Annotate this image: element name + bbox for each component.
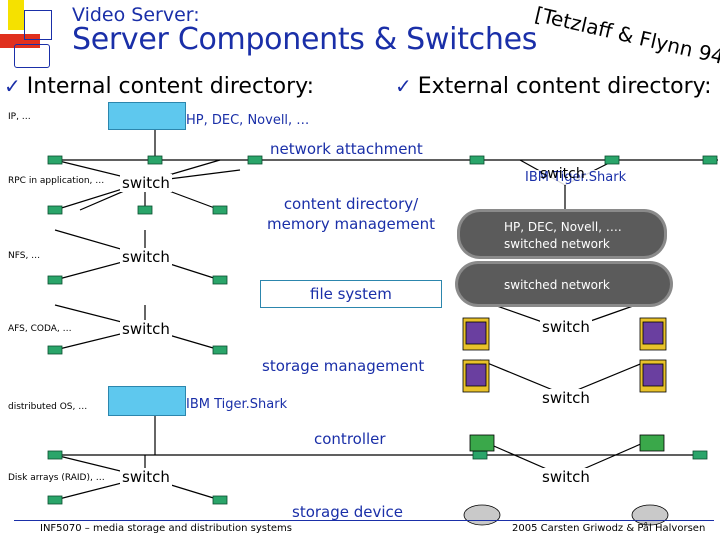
slide-subtitle: Video Server: xyxy=(72,4,200,26)
footer-course: INF5070 – media storage and distribution… xyxy=(40,523,293,534)
logo xyxy=(0,0,60,70)
switched-network-label: switched network xyxy=(504,278,610,292)
bullet-internal: ✓Internal content directory: xyxy=(4,74,315,99)
layer-label-rpc: RPC in application, … xyxy=(8,176,105,186)
hp-dec-novell-label: HP, DEC, Novell, … xyxy=(186,113,310,128)
bullet-external: ✓External content directory: xyxy=(395,74,712,99)
checkmark-icon: ✓ xyxy=(395,74,412,98)
external-ibm-tigershark-label: IBM Tiger.Shark xyxy=(525,170,627,185)
footer-authors: 2005 Carsten Griwodz & Pål Halvorsen xyxy=(512,523,706,534)
storage-device-label: storage device xyxy=(292,503,404,521)
network-attachment-label: network attachment xyxy=(270,140,423,158)
controller-label: controller xyxy=(314,430,386,448)
layer-label-afs: AFS, CODA, … xyxy=(8,324,72,334)
network-node-box xyxy=(108,102,186,130)
content-directory-label: content directory/ memory management xyxy=(262,194,440,234)
storage-management-label: storage management xyxy=(262,357,425,375)
external-switch-label: switch xyxy=(540,389,592,407)
switched-network-cloud xyxy=(460,212,664,256)
ibm-tigershark-label: IBM Tiger.Shark xyxy=(186,397,288,412)
distributed-os-box xyxy=(108,386,186,416)
switch-label: switch xyxy=(120,248,172,266)
layer-label-distributed-os: distributed OS, … xyxy=(8,402,88,412)
file-system-box xyxy=(260,280,442,308)
layer-label-disk-arrays: Disk arrays (RAID), … xyxy=(8,473,105,483)
switch-label: switch xyxy=(120,468,172,486)
layer-label-ip: IP, … xyxy=(8,112,31,122)
external-switch-label: switch xyxy=(540,468,592,486)
external-hp-dec-novell-label: HP, DEC, Novell, …. xyxy=(504,220,622,234)
switch-label: switch xyxy=(120,320,172,338)
external-switch-label: switch xyxy=(540,318,592,336)
switch-label: switch xyxy=(120,174,172,192)
layer-label-nfs: NFS, … xyxy=(8,251,41,261)
slide-title: Server Components & Switches xyxy=(72,22,538,57)
switched-network-cloud xyxy=(458,264,670,304)
checkmark-icon: ✓ xyxy=(4,74,21,98)
footer-rule xyxy=(14,520,714,521)
switched-network-label: switched network xyxy=(504,237,610,251)
external-switch-label: switch xyxy=(540,166,585,182)
file-system-label: file system xyxy=(310,285,392,303)
